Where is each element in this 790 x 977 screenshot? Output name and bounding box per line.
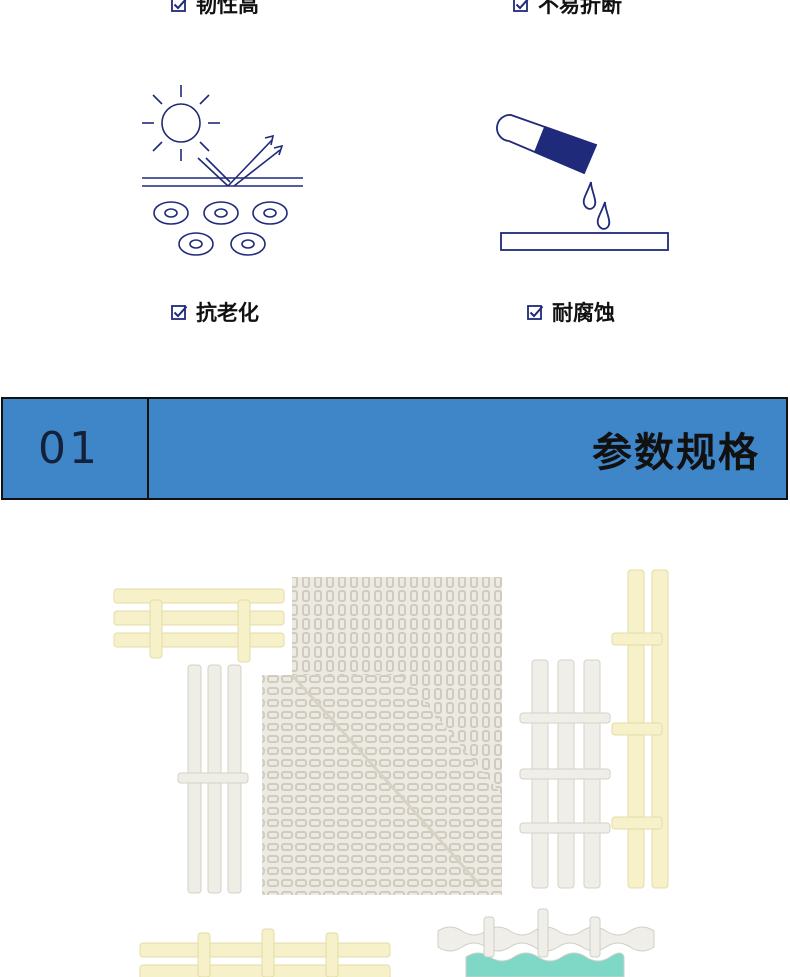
feature-label: 韧性高 xyxy=(196,0,259,17)
feature-corrosion-resistance: 耐腐蚀 xyxy=(527,297,615,327)
yellow-grating-horizontal xyxy=(113,588,285,663)
feature-label: 耐腐蚀 xyxy=(552,301,615,325)
white-grating-vertical-right xyxy=(519,659,611,889)
white-grating-vertical-left xyxy=(177,664,249,894)
wavy-grating-bottom xyxy=(437,908,655,977)
checkbox-icon xyxy=(527,304,544,321)
product-image xyxy=(113,569,669,977)
feature-unbreakable: 不易折断 xyxy=(513,0,622,19)
corrosion-resistance-icon xyxy=(496,114,669,251)
feature-label: 不易折断 xyxy=(538,0,622,17)
checkbox-icon xyxy=(513,0,530,13)
anti-aging-sun-icon xyxy=(142,85,303,256)
yellow-grating-vertical xyxy=(611,569,669,889)
feature-label: 抗老化 xyxy=(196,301,259,325)
section-banner: 01 参数规格 xyxy=(1,397,788,500)
section-number-cell: 01 xyxy=(3,399,149,498)
feature-toughness: 韧性高 xyxy=(171,0,259,19)
checkbox-icon xyxy=(171,304,188,321)
yellow-grating-bottom xyxy=(139,928,391,977)
section-number: 01 xyxy=(38,423,100,474)
checkbox-icon xyxy=(171,0,188,13)
feature-anti-aging: 抗老化 xyxy=(171,297,259,327)
section-title: 参数规格 xyxy=(592,429,760,476)
grating-mat-horizontal xyxy=(262,675,502,895)
